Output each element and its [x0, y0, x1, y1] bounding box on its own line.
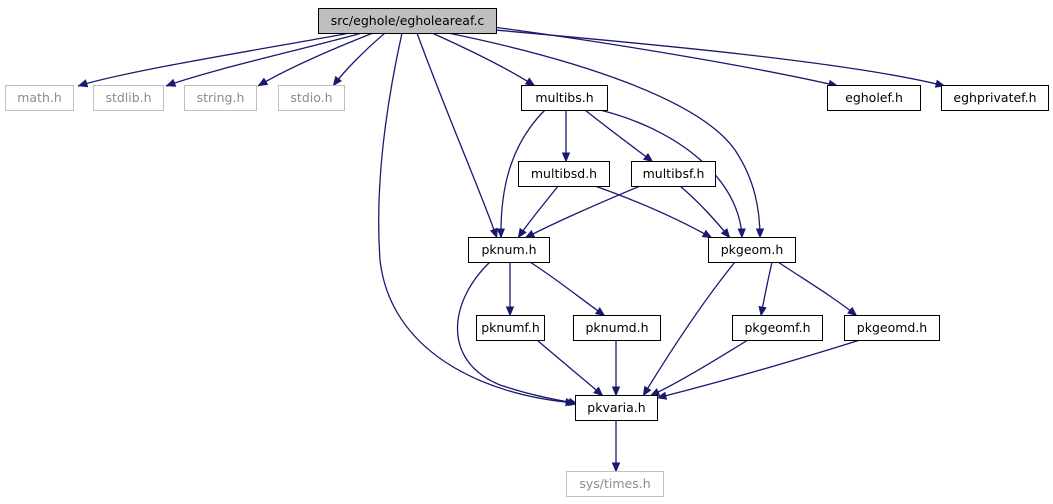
node-box-pkvaria [575, 395, 658, 421]
node-label-eghprivatef: eghprivatef.h [953, 90, 1036, 105]
node-label-pknumd: pknumd.h [585, 320, 648, 335]
node-multibsf[interactable]: multibsf.h [631, 161, 716, 187]
node-pknumf[interactable]: pknumf.h [476, 315, 545, 341]
node-box-root [318, 8, 497, 34]
edge-pkgeomd-to-pkvaria [656, 339, 861, 400]
node-box-multibs [521, 85, 608, 111]
edge-multibs-to-multibsf [584, 109, 654, 163]
edge-root-to-multibs [431, 32, 536, 87]
node-label-stdio: stdio.h [290, 90, 332, 105]
node-stdio[interactable]: stdio.h [278, 85, 345, 111]
edge-root-to-stdlib [165, 32, 363, 87]
edge-pkgeom-to-pkgeomf [758, 261, 773, 317]
edge-multibsd-to-pknum [517, 185, 559, 239]
node-label-systimes: sys/times.h [579, 476, 650, 491]
node-box-stdio [278, 85, 345, 111]
node-systimes[interactable]: sys/times.h [566, 471, 664, 497]
edge-pknumf-to-pkvaria [536, 339, 604, 397]
edge-multibs-to-pkgeom [599, 109, 746, 239]
edge-multibsf-to-pkgeom [679, 185, 731, 239]
node-egholef[interactable]: egholef.h [827, 85, 921, 111]
node-multibsd[interactable]: multibsd.h [518, 161, 610, 187]
node-box-pknum [468, 237, 550, 263]
edge-multibsd-to-pkgeom [594, 185, 713, 239]
edge-root-to-stdio [332, 32, 386, 87]
node-box-pknumd [573, 315, 661, 341]
edge-root-to-pknum [416, 32, 498, 239]
node-stdlib[interactable]: stdlib.h [93, 85, 164, 111]
node-multibs[interactable]: multibs.h [521, 85, 608, 111]
edge-root-to-math [77, 32, 351, 88]
node-label-root: src/eghole/egholeareaf.c [331, 13, 485, 28]
edge-multibs-to-pknum [496, 109, 546, 239]
node-label-multibs: multibs.h [535, 90, 593, 105]
node-box-systimes [566, 471, 664, 497]
node-box-eghprivatef [941, 85, 1049, 111]
node-label-pkgeomf: pkgeomf.h [744, 320, 810, 335]
edge-root-to-pkgeom [447, 32, 765, 239]
edge-pkgeom-to-pkgeomd [777, 261, 858, 317]
edge-multibsf-to-pknum [524, 185, 641, 239]
node-pknumd[interactable]: pknumd.h [573, 315, 661, 341]
node-box-egholef [827, 85, 921, 111]
node-label-pknumf: pknumf.h [481, 320, 540, 335]
node-box-pknumf [476, 315, 545, 341]
node-label-pkvaria: pkvaria.h [587, 400, 645, 415]
node-math[interactable]: math.h [5, 85, 74, 111]
node-box-stdlib [93, 85, 164, 111]
node-box-pkgeomf [732, 315, 823, 341]
node-box-pkgeomd [844, 315, 940, 341]
node-pknum[interactable]: pknum.h [468, 237, 550, 263]
node-label-multibsf: multibsf.h [643, 166, 705, 181]
node-box-pkgeom [708, 237, 796, 263]
node-label-string: string.h [197, 90, 245, 105]
node-pkvaria[interactable]: pkvaria.h [575, 395, 658, 421]
node-label-math: math.h [17, 90, 62, 105]
edge-pkgeomf-to-pkvaria [649, 339, 749, 397]
node-string[interactable]: string.h [184, 85, 257, 111]
node-box-string [184, 85, 257, 111]
node-box-multibsf [631, 161, 716, 187]
edge-root-to-pkvaria [378, 32, 576, 407]
node-label-pknum: pknum.h [481, 242, 536, 257]
node-box-multibsd [518, 161, 610, 187]
node-pkgeomd[interactable]: pkgeomd.h [844, 315, 940, 341]
node-eghprivatef[interactable]: eghprivatef.h [941, 85, 1049, 111]
edge-pkgeom-to-pkvaria [642, 261, 736, 397]
node-label-egholef: egholef.h [845, 90, 903, 105]
edge-root-to-string [257, 32, 374, 87]
node-label-pkgeomd: pkgeomd.h [857, 320, 927, 335]
node-pkgeomf[interactable]: pkgeomf.h [732, 315, 823, 341]
node-label-multibsd: multibsd.h [531, 166, 597, 181]
node-pkgeom[interactable]: pkgeom.h [708, 237, 796, 263]
node-root: src/eghole/egholeareaf.c [318, 8, 497, 34]
nodes-layer: src/eghole/egholeareaf.c math.h stdlib.h st… [5, 8, 1049, 497]
edge-pknum-to-pknumd [529, 261, 606, 317]
node-box-math [5, 85, 74, 111]
node-label-pkgeom: pkgeom.h [721, 242, 784, 257]
edges-layer [77, 26, 946, 473]
edge-pknum-to-pkvaria [456, 261, 579, 407]
edge-root-to-eghprivatef [494, 29, 946, 88]
node-label-stdlib: stdlib.h [105, 90, 151, 105]
